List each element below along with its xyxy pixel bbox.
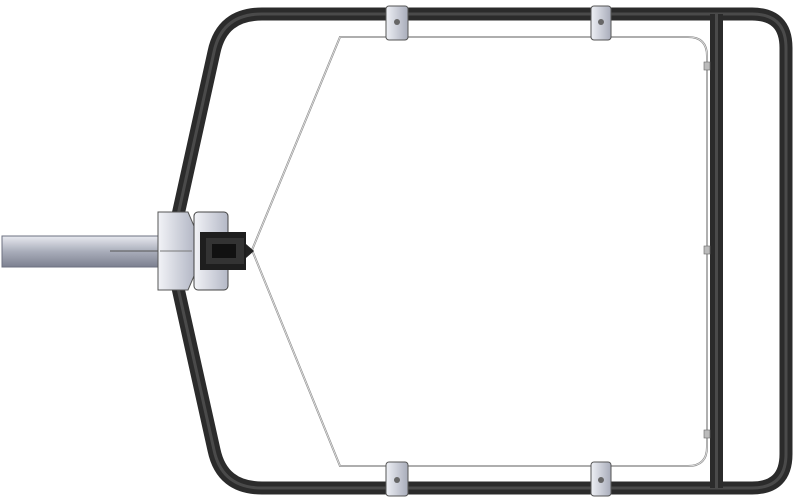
clamp [590, 5, 612, 41]
clamp [385, 461, 409, 497]
clamp [385, 5, 409, 41]
wire-clip [703, 429, 711, 439]
inner-wire-frame [250, 36, 708, 467]
hub [157, 211, 254, 291]
wire-clip [703, 61, 711, 71]
wire-clip [703, 245, 711, 255]
clamp [590, 461, 612, 497]
frame-tube [171, 7, 793, 495]
